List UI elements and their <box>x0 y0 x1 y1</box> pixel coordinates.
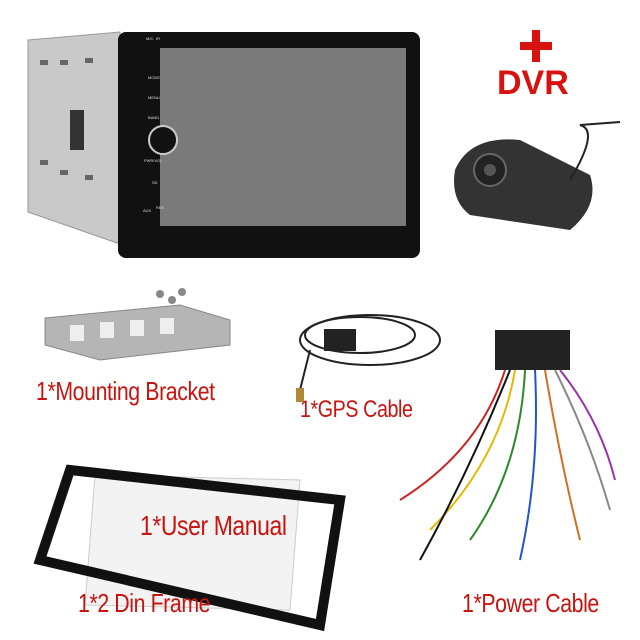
dvr-camera <box>454 121 621 230</box>
power-cable <box>399 330 616 561</box>
user-manual <box>84 474 301 611</box>
ir-label: IR <box>156 36 160 41</box>
gps-label: 1*GPS Cable <box>300 396 413 423</box>
gps-cable <box>296 314 441 402</box>
head-unit-chassis <box>27 31 121 245</box>
head-unit-screen <box>160 48 406 226</box>
res-label: RES <box>156 205 165 210</box>
pwr-vol-label: PWR/VOL <box>144 158 163 163</box>
bracket-label: 1*Mounting Bracket <box>36 376 215 406</box>
manual-label: 1*User Manual <box>140 510 287 541</box>
mic-label: MIC <box>146 36 154 41</box>
plus-icon <box>520 30 552 62</box>
mode-button: MODE <box>148 75 160 80</box>
mounting-bracket <box>44 288 231 361</box>
volume-knob <box>148 125 178 155</box>
menu-button: MENU <box>148 95 160 100</box>
power-label: 1*Power Cable <box>462 588 599 618</box>
aux-label: AUX <box>143 208 152 213</box>
dvr-label: DVR <box>497 64 569 102</box>
band-button: BAND <box>148 115 160 120</box>
din-frame <box>33 464 346 632</box>
frame-label: 1*2 Din Frame <box>78 588 211 618</box>
sd-label: SD <box>152 180 158 185</box>
